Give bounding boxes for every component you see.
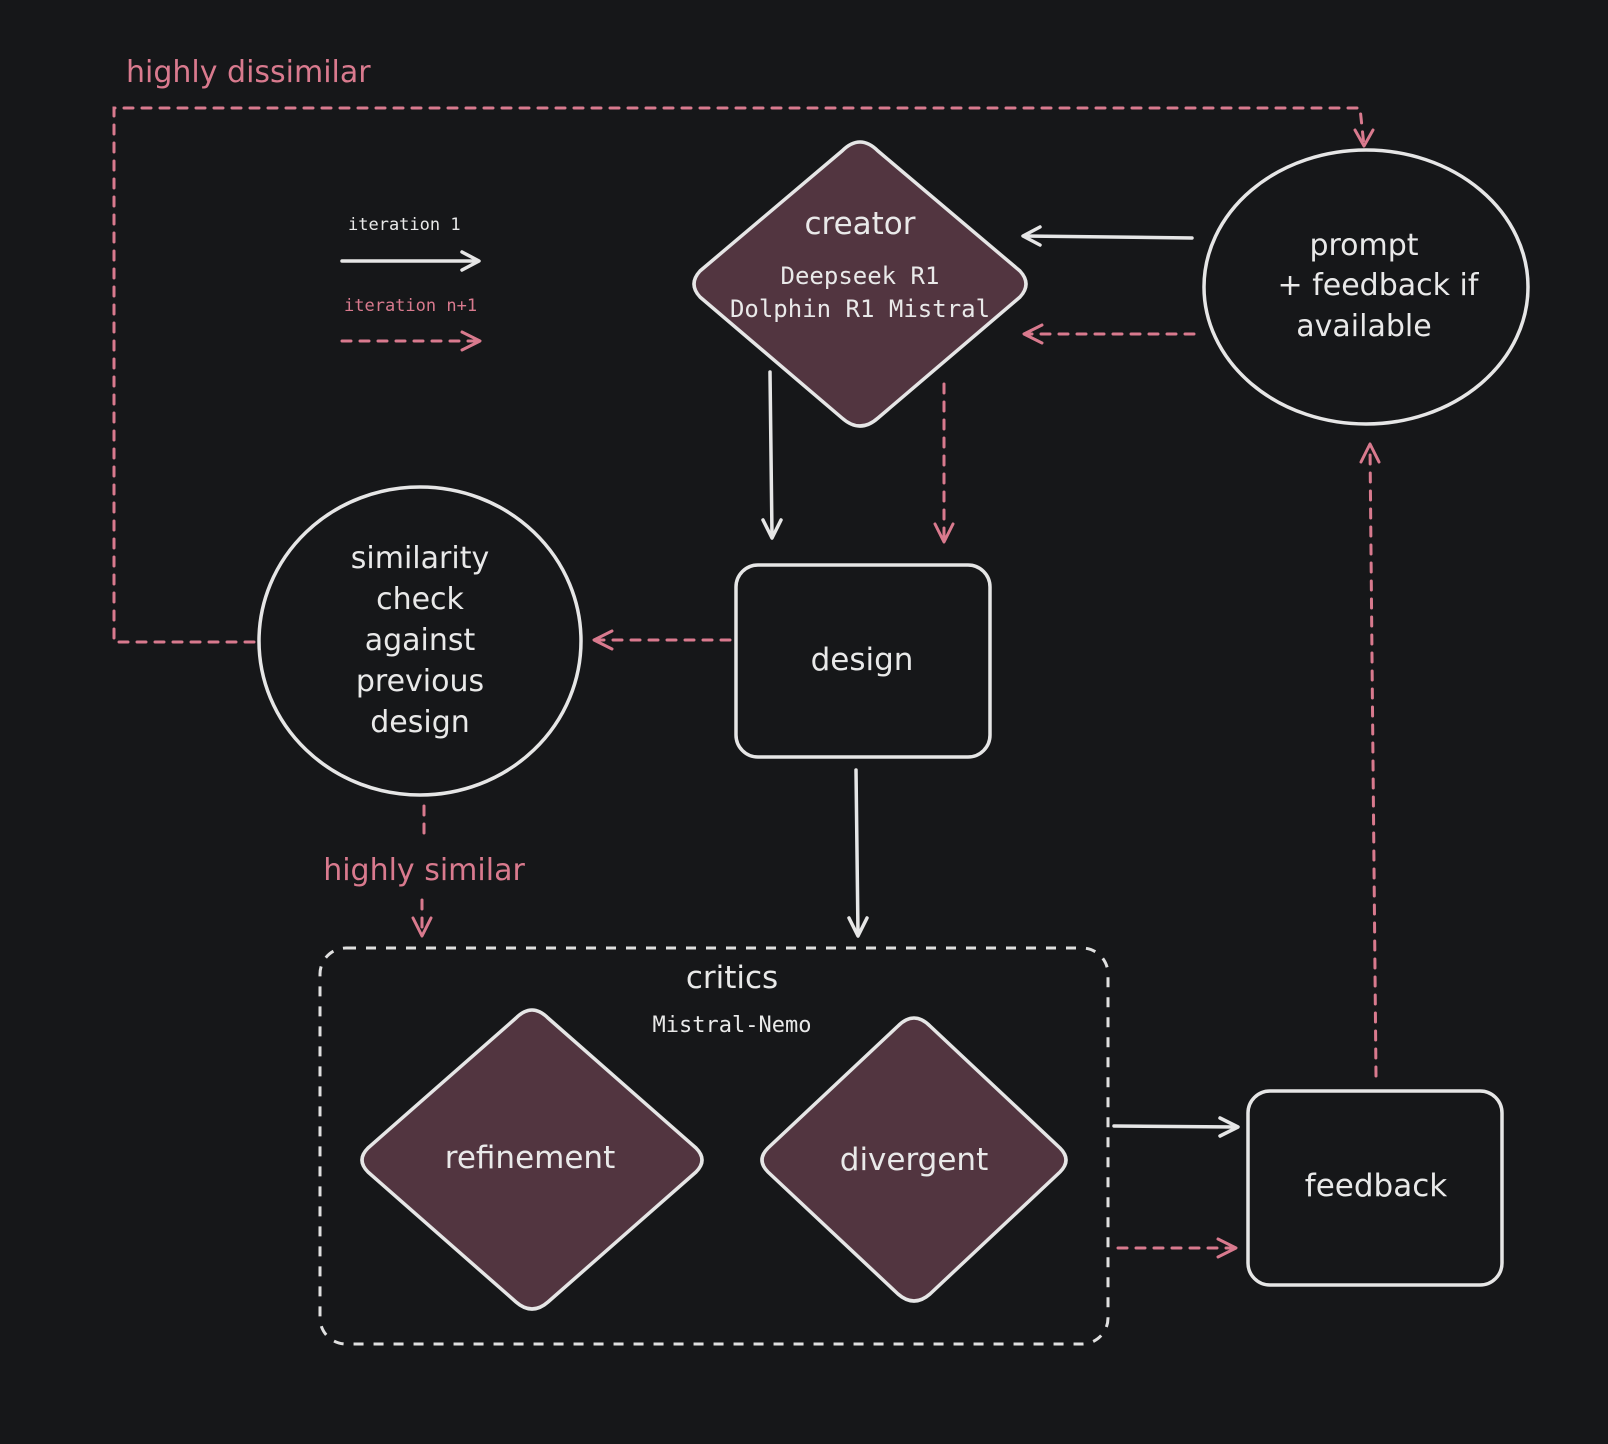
design-label: design: [811, 642, 914, 678]
similarity-circle: [257, 485, 583, 797]
critics-model: Mistral-Nemo: [653, 1013, 812, 1038]
legend-iteration-1-label: iteration 1: [348, 215, 461, 235]
similar-arrowhead: [411, 916, 433, 938]
feedback-label: feedback: [1305, 1168, 1447, 1204]
dissimilar-loop-arrow: [112, 106, 1366, 644]
divergent-diamond: [760, 1016, 1068, 1303]
creator-title: creator: [804, 206, 915, 242]
similarity-line-5: design: [370, 705, 470, 740]
legend: iteration 1 iteration n+1: [340, 215, 482, 352]
refinement-label: refinement: [445, 1140, 615, 1176]
design-to-critics-arrow: [854, 768, 860, 936]
feedback-to-prompt-arrowhead: [1359, 442, 1381, 464]
similarity-line-1: similarity: [351, 541, 489, 576]
design-box: [734, 563, 992, 759]
prompt-to-creator-arrowhead: [1021, 225, 1042, 247]
design-to-similarity-arrowhead: [592, 629, 614, 651]
critics-group: [318, 946, 1110, 1346]
critics-to-feedback-arrowhead: [1218, 1116, 1240, 1138]
feedback-to-prompt-dashed-arrow: [1368, 444, 1378, 1078]
critics-to-feedback-arrow: [1112, 1124, 1238, 1129]
prompt-ellipse: [1202, 148, 1530, 426]
creator-to-design-arrowhead: [761, 518, 783, 540]
highly-dissimilar-label: highly dissimilar: [126, 55, 371, 90]
creator-to-design-dashed-arrowhead: [933, 522, 955, 544]
highly-similar-label: highly similar: [323, 853, 525, 888]
similarity-line-3: against: [365, 623, 476, 658]
creator-model-2: Dolphin R1 Mistral: [730, 295, 990, 323]
design-to-critics-arrowhead: [847, 916, 869, 938]
similarity-line-2: check: [376, 582, 464, 617]
divergent-label: divergent: [840, 1142, 988, 1178]
similarity-line-4: previous: [356, 664, 484, 699]
creator-diamond: [692, 140, 1028, 428]
prompt-line-1: prompt: [1309, 228, 1418, 263]
prompt-line-3: available: [1296, 309, 1431, 344]
legend-iteration-n1-label: iteration n+1: [344, 296, 477, 316]
creator-model-1: Deepseek R1: [781, 262, 940, 290]
dissimilar-loop-arrowhead: [1353, 128, 1375, 148]
feedback-box: [1246, 1089, 1504, 1287]
critics-title: critics: [686, 960, 778, 996]
prompt-line-2: + feedback if: [1278, 268, 1480, 303]
critics-to-feedback-dashed-arrowhead: [1216, 1237, 1238, 1259]
prompt-to-creator-arrow: [1022, 234, 1194, 240]
legend-dashed-arrowhead: [460, 330, 482, 352]
prompt-to-creator-dashed-arrowhead: [1022, 323, 1044, 345]
refinement-diamond: [360, 1008, 704, 1311]
legend-solid-arrowhead: [460, 250, 481, 272]
creator-to-design-arrow: [768, 370, 774, 538]
